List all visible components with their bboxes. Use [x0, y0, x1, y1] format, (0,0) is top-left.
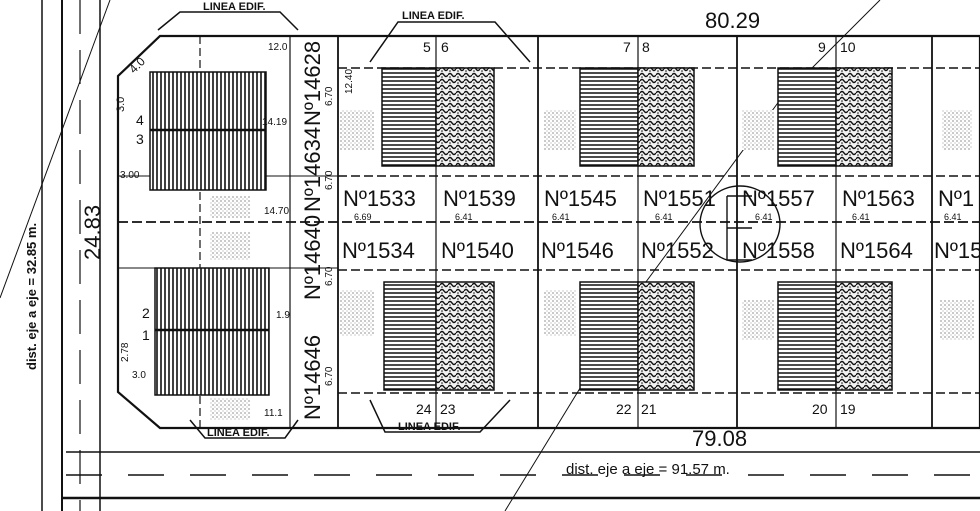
corner-marker [699, 185, 781, 263]
house-footprints [149, 67, 893, 396]
linea-brackets [157, 11, 531, 439]
small-dim: 6.70 [324, 266, 335, 286]
address-bottom: Nº1558 [742, 238, 815, 263]
linea-label-top-center: LINEA EDIF. [402, 10, 465, 22]
frontage-width: 6.41 [655, 212, 673, 222]
linea-label-top-left: LINEA EDIF. [203, 1, 266, 13]
house-4 [637, 67, 695, 167]
frontage-width: 6.69 [354, 212, 372, 222]
address-top: Nº1545 [544, 186, 617, 211]
lot-number: 10 [840, 39, 856, 55]
lot-number: 7 [623, 39, 631, 55]
small-dim: 11.1 [264, 408, 283, 419]
small-dim: 3.0 [132, 370, 146, 381]
lot-number: 9 [818, 39, 826, 55]
small-dim: 2.78 [120, 342, 131, 362]
small-dim: 4.0 [126, 54, 148, 76]
lot-number: 21 [641, 401, 657, 417]
small-dim: 4 [136, 112, 144, 128]
small-dim: 12.40 [344, 69, 355, 94]
lot-number: 24 [416, 401, 432, 417]
address-left: Nº14640 [300, 215, 325, 300]
lot-number: 22 [616, 401, 632, 417]
labels-layer: LINEA EDIF. LINEA EDIF. LINEA EDIF. LINE… [24, 1, 980, 478]
side-dimension: 24.83 [80, 205, 105, 260]
dist-horizontal: dist. eje a eje = 91.57 m. [566, 461, 730, 478]
lot-number: 8 [642, 39, 650, 55]
house-left-bottom [154, 267, 270, 396]
small-dim: 2 [142, 305, 150, 321]
house-10 [637, 281, 695, 391]
small-dim: 3.00 [120, 170, 140, 181]
address-bottom: Nº1552 [641, 238, 714, 263]
address-top: Nº1 [938, 186, 974, 211]
small-dim: 14.70 [264, 206, 289, 217]
address-left: Nº14646 [300, 335, 325, 420]
address-top: Nº1533 [343, 186, 416, 211]
garden-patches [210, 110, 974, 420]
address-top: Nº1557 [742, 186, 815, 211]
house-7 [383, 281, 437, 391]
house-11 [777, 281, 837, 391]
small-dim: 6.70 [324, 86, 335, 106]
lot-number: 23 [440, 401, 456, 417]
lot-number: 20 [812, 401, 828, 417]
house-12 [835, 281, 893, 391]
small-dim: 1 [142, 327, 150, 343]
frontage-width: 6.41 [755, 212, 773, 222]
frontage-width: 6.41 [944, 212, 962, 222]
small-dim: 6.70 [324, 170, 335, 190]
house-8 [435, 281, 495, 391]
address-bottom: Nº1546 [541, 238, 614, 263]
address-left: Nº14628 [300, 41, 325, 126]
small-dim: 3.0 [115, 97, 127, 112]
house-5 [777, 67, 837, 167]
address-top: Nº1551 [643, 186, 716, 211]
lot-number: 19 [840, 401, 856, 417]
small-dim: 1.9 [276, 310, 290, 321]
small-dim: 14.19 [262, 117, 287, 128]
address-left: Nº14634 [300, 127, 325, 212]
lot-number: 5 [423, 39, 431, 55]
house-3 [579, 67, 639, 167]
linea-label-bottom-center: LINEA EDIF. [398, 421, 461, 433]
house-6 [835, 67, 893, 167]
small-dim: 6.70 [324, 366, 335, 386]
house-2 [435, 67, 495, 167]
address-bottom: Nº1534 [342, 238, 415, 263]
house-1 [381, 67, 437, 167]
address-bottom: Nº1540 [441, 238, 514, 263]
address-bottom: Nº1564 [840, 238, 913, 263]
address-bottom: Nº15 [934, 238, 980, 263]
lot-number: 6 [441, 39, 449, 55]
frontage-width: 6.41 [552, 212, 570, 222]
address-top: Nº1563 [842, 186, 915, 211]
frontage-bottom: 79.08 [692, 426, 747, 451]
frontage-width: 6.41 [455, 212, 473, 222]
address-top: Nº1539 [443, 186, 516, 211]
frontage-top: 80.29 [705, 8, 760, 33]
linea-label-bottom-left: LINEA EDIF. [207, 427, 270, 439]
house-9 [579, 281, 639, 391]
small-dim: 3 [136, 131, 144, 147]
frontage-width: 6.41 [852, 212, 870, 222]
small-dim: 12.0 [268, 42, 288, 53]
dist-vertical: dist. eje a eje = 32.85 m. [24, 223, 39, 370]
